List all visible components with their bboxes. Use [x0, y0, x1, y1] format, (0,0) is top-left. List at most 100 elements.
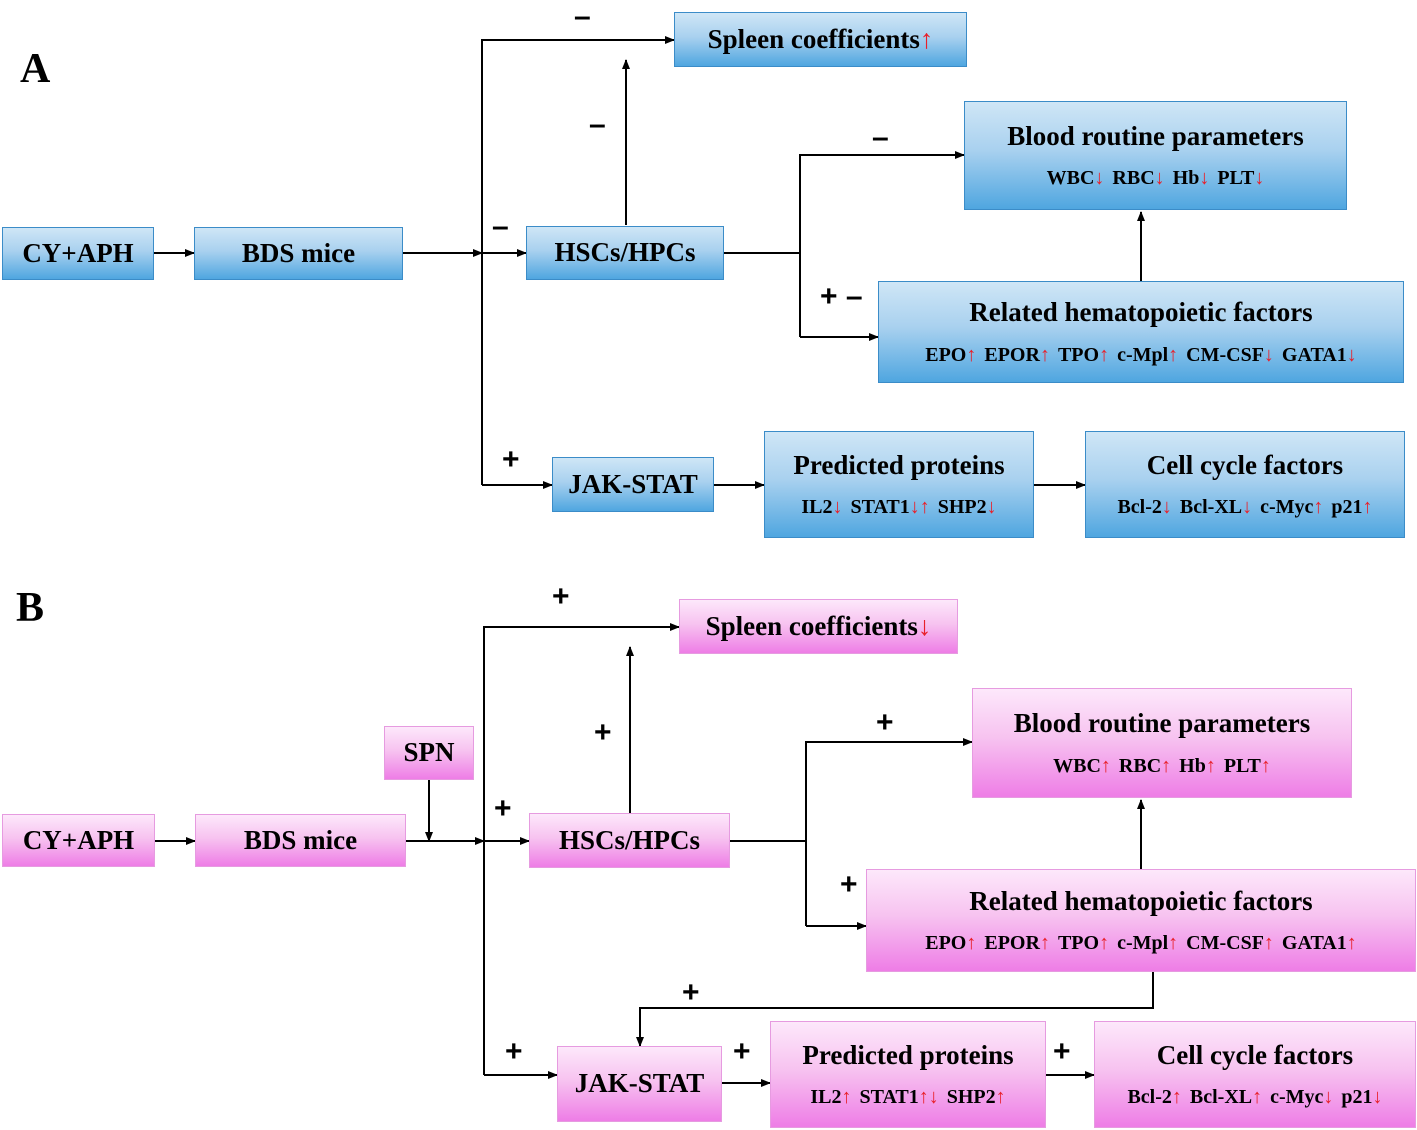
factor-item: WBC↑ — [1053, 755, 1111, 777]
factor-item: RBC↑ — [1119, 755, 1171, 777]
factor-item: GATA1↑ — [1282, 932, 1357, 954]
cy-aph-label: CY+APH — [22, 824, 135, 855]
factor-name: Hb — [1179, 754, 1206, 777]
factor-arrow: ↓ — [1242, 496, 1253, 519]
factor-name: p21 — [1331, 496, 1363, 519]
pred-items: IL2↓STAT1↓↑SHP2↓ — [797, 495, 1000, 519]
factor-item: PLT↑ — [1224, 755, 1271, 777]
factor-arrow: ↑ — [841, 1086, 852, 1109]
spleen-label: Spleen coefficients — [705, 610, 918, 641]
sign-cell-b: + — [1053, 1035, 1071, 1068]
factor-name: WBC — [1053, 754, 1101, 777]
sign-feedback-b: + — [682, 976, 700, 1009]
hema-node-a: Related hematopoietic factors EPO↑EPOR↑T… — [878, 281, 1404, 383]
factor-arrow: ↓ — [1323, 1086, 1334, 1109]
cy-aph-label: CY+APH — [22, 237, 134, 268]
factor-arrow: ↑ — [1039, 932, 1050, 955]
factor-item: WBC↓ — [1047, 167, 1105, 189]
jak-stat-node-a: JAK-STAT — [552, 457, 714, 512]
factor-item: RBC↓ — [1112, 167, 1164, 189]
factor-arrow: ↑ — [966, 343, 977, 366]
factor-item: EPOR↑ — [984, 344, 1050, 366]
pred-title: Predicted proteins — [802, 1039, 1014, 1070]
factor-item: TPO↑ — [1058, 932, 1109, 954]
blood-items: WBC↓RBC↓Hb↓PLT↓ — [1043, 166, 1269, 190]
jak-stat-label: JAK-STAT — [568, 468, 698, 499]
factor-item: c-Myc↓ — [1270, 1086, 1333, 1108]
factor-name: SHP2 — [937, 496, 987, 519]
factor-arrow: ↓ — [1254, 167, 1265, 190]
sign-hema-b: + — [840, 868, 858, 901]
spleen-arrow: ↑ — [919, 23, 934, 54]
cy-aph-node-b: CY+APH — [2, 814, 155, 867]
factor-name: c-Mpl — [1117, 343, 1169, 366]
factor-name: CM-CSF — [1186, 343, 1264, 366]
factor-name: Bcl-XL — [1189, 1086, 1253, 1109]
bds-mice-label: BDS mice — [243, 824, 358, 855]
factor-name: TPO — [1057, 343, 1100, 366]
factor-name: EPOR — [984, 932, 1040, 955]
factor-arrow: ↑ — [1099, 932, 1110, 955]
factor-arrow: ↑ — [1168, 932, 1179, 955]
factor-item: Bcl-2↑ — [1127, 1086, 1181, 1108]
sign-hsc-in-a: – — [492, 210, 509, 243]
factor-name: RBC — [1118, 754, 1162, 777]
factor-name: EPOR — [984, 343, 1040, 366]
cell-node-b: Cell cycle factors Bcl-2↑Bcl-XL↑c-Myc↓p2… — [1094, 1021, 1416, 1128]
spn-node-b: SPN — [384, 726, 474, 780]
spleen-node-a: Spleen coefficients↑ — [674, 12, 967, 67]
factor-name: Bcl-XL — [1179, 496, 1243, 519]
pred-title: Predicted proteins — [793, 449, 1005, 480]
sign-spleen-a: – — [574, 0, 591, 33]
factor-arrow: ↑ — [966, 932, 977, 955]
factor-item: p21↓ — [1341, 1086, 1382, 1108]
factor-arrow: ↓ — [986, 496, 997, 519]
factor-arrow: ↑ — [1099, 343, 1110, 366]
factor-item: Bcl-2↓ — [1117, 496, 1171, 518]
factor-name: STAT1 — [850, 496, 910, 519]
factor-name: IL2 — [801, 496, 833, 519]
factor-arrow: ↓ — [832, 496, 843, 519]
factor-item: p21↑ — [1331, 496, 1372, 518]
factor-name: EPO — [925, 932, 967, 955]
factor-arrow: ↑ — [1171, 1086, 1182, 1109]
blood-node-b: Blood routine parameters WBC↑RBC↑Hb↑PLT↑ — [972, 688, 1352, 798]
spleen-arrow: ↓ — [917, 610, 932, 641]
panel-label-b: B — [16, 585, 45, 631]
factor-arrow: ↓ — [1199, 167, 1210, 190]
factor-arrow: ↑ — [1168, 343, 1179, 366]
factor-item: CM-CSF↑ — [1186, 932, 1274, 954]
cell-title: Cell cycle factors — [1146, 449, 1344, 480]
sign-blood-b: + — [876, 706, 894, 739]
factor-item: GATA1↓ — [1282, 344, 1357, 366]
cell-node-a: Cell cycle factors Bcl-2↓Bcl-XL↓c-Myc↑p2… — [1085, 431, 1405, 538]
factor-name: SHP2 — [946, 1086, 996, 1109]
sign-hsc-up-b: + — [594, 716, 612, 749]
factor-item: EPO↑ — [925, 344, 976, 366]
factor-item: SHP2↓ — [938, 496, 997, 518]
factor-name: TPO — [1057, 932, 1100, 955]
blood-title: Blood routine parameters — [1007, 120, 1304, 151]
sign-hsc-in-b: + — [494, 792, 512, 825]
bds-mice-node-b: BDS mice — [195, 814, 406, 867]
factor-item: EPO↑ — [925, 932, 976, 954]
hema-items: EPO↑EPOR↑TPO↑c-Mpl↑CM-CSF↑GATA1↑ — [921, 931, 1361, 955]
factor-arrow: ↓ — [1154, 167, 1165, 190]
hema-title: Related hematopoietic factors — [969, 885, 1313, 916]
factor-name: WBC — [1046, 167, 1095, 190]
factor-arrow: ↑↓ — [918, 1086, 939, 1109]
blood-items: WBC↑RBC↑Hb↑PLT↑ — [1049, 754, 1275, 778]
factor-item: STAT1↑↓ — [859, 1086, 938, 1108]
factor-item: c-Mpl↑ — [1117, 344, 1178, 366]
hema-title: Related hematopoietic factors — [969, 297, 1313, 328]
cell-items: Bcl-2↑ Bcl-XL ↑ c-Myc↓ p21↓ — [1123, 1085, 1386, 1109]
sign-pred-b: + — [733, 1035, 751, 1068]
factor-arrow: ↑ — [1313, 496, 1324, 519]
factor-item: Bcl-XL↓ — [1180, 496, 1252, 518]
factor-name: PLT — [1217, 167, 1255, 190]
factor-arrow: ↑ — [995, 1086, 1006, 1109]
factor-arrow: ↓ — [1263, 343, 1274, 366]
factor-arrow: ↑ — [1100, 754, 1111, 777]
factor-item: Hb↑ — [1179, 755, 1216, 777]
